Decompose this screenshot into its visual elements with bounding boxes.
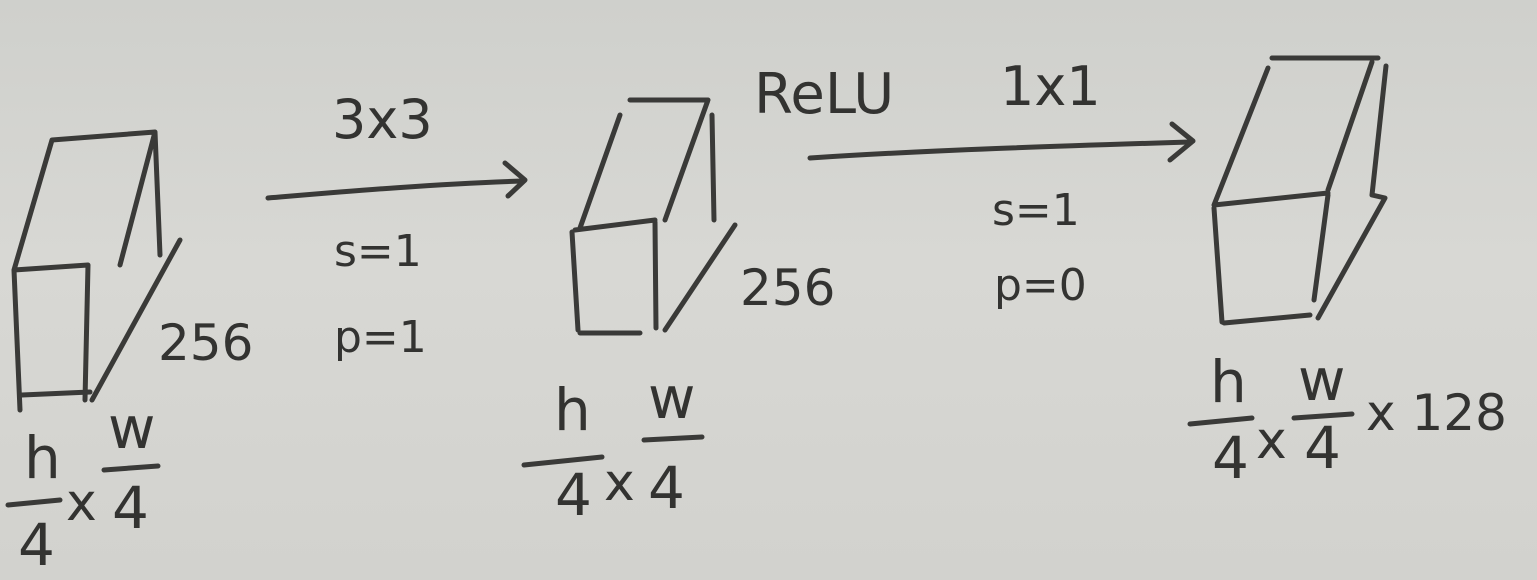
arrow-1-head (502, 160, 528, 199)
block-2-w-denominator: 4 (648, 454, 685, 522)
block-3-w-fraction-bar (1291, 411, 1355, 421)
arrow-2-kernel: 1x1 (1000, 55, 1101, 118)
block-3-h-numerator: h (1210, 348, 1247, 416)
arrow-1-padding: p=1 (334, 312, 427, 363)
block-3-w-numerator: w (1298, 346, 1345, 414)
block-2-h-denominator: 4 (555, 461, 592, 529)
block-1-size: h 4 x w 4 (5, 394, 161, 579)
feature-block-3 (1211, 55, 1389, 326)
arrow-1-kernel: 3x3 (332, 88, 433, 151)
block-3-h-denominator: 4 (1212, 424, 1249, 492)
arrow-1-line (265, 178, 525, 201)
block-3-channel-suffix: x 128 (1366, 384, 1507, 442)
block-2-channels: 256 (740, 259, 835, 317)
block-3-w-denominator: 4 (1304, 414, 1341, 482)
arrow-2-head (1167, 121, 1196, 163)
block-1-h-fraction-bar (5, 497, 63, 508)
block-3-h-fraction-bar (1187, 415, 1255, 427)
block-1-times-sign: x (66, 473, 97, 533)
block-2-outline (569, 97, 738, 336)
block-1-w-numerator: w (108, 394, 155, 462)
arrow-2 (807, 121, 1196, 163)
block-2-times-sign: x (604, 453, 635, 513)
block-2-h-fraction-bar (521, 454, 605, 468)
block-2-size: h 4 x w 4 (521, 364, 705, 529)
block-1-w-fraction-bar (101, 463, 161, 473)
block-1-w-denominator: 4 (112, 474, 149, 542)
block-1-outline (11, 129, 183, 413)
arrow-2-padding: p=0 (994, 260, 1087, 311)
block-3-times-sign: x (1256, 411, 1287, 471)
block-3-outline (1211, 55, 1389, 326)
block-2-w-numerator: w (648, 364, 695, 432)
arrow-2-line (807, 139, 1193, 161)
block-1-h-denominator: 4 (18, 511, 55, 579)
feature-block-2 (569, 97, 738, 336)
arrow-2-stride: s=1 (992, 185, 1080, 236)
block-3-size: h 4 x w 4 x 128 (1187, 346, 1507, 492)
block-2-w-fraction-bar (641, 434, 705, 443)
block-1-channels: 256 (158, 314, 253, 372)
feature-block-1 (11, 129, 183, 413)
arrow-2-activation: ReLU (754, 62, 894, 127)
block-1-h-numerator: h (24, 424, 61, 492)
block-2-h-numerator: h (554, 376, 591, 444)
arrow-1 (265, 160, 528, 201)
arrow-1-stride: s=1 (334, 226, 422, 277)
